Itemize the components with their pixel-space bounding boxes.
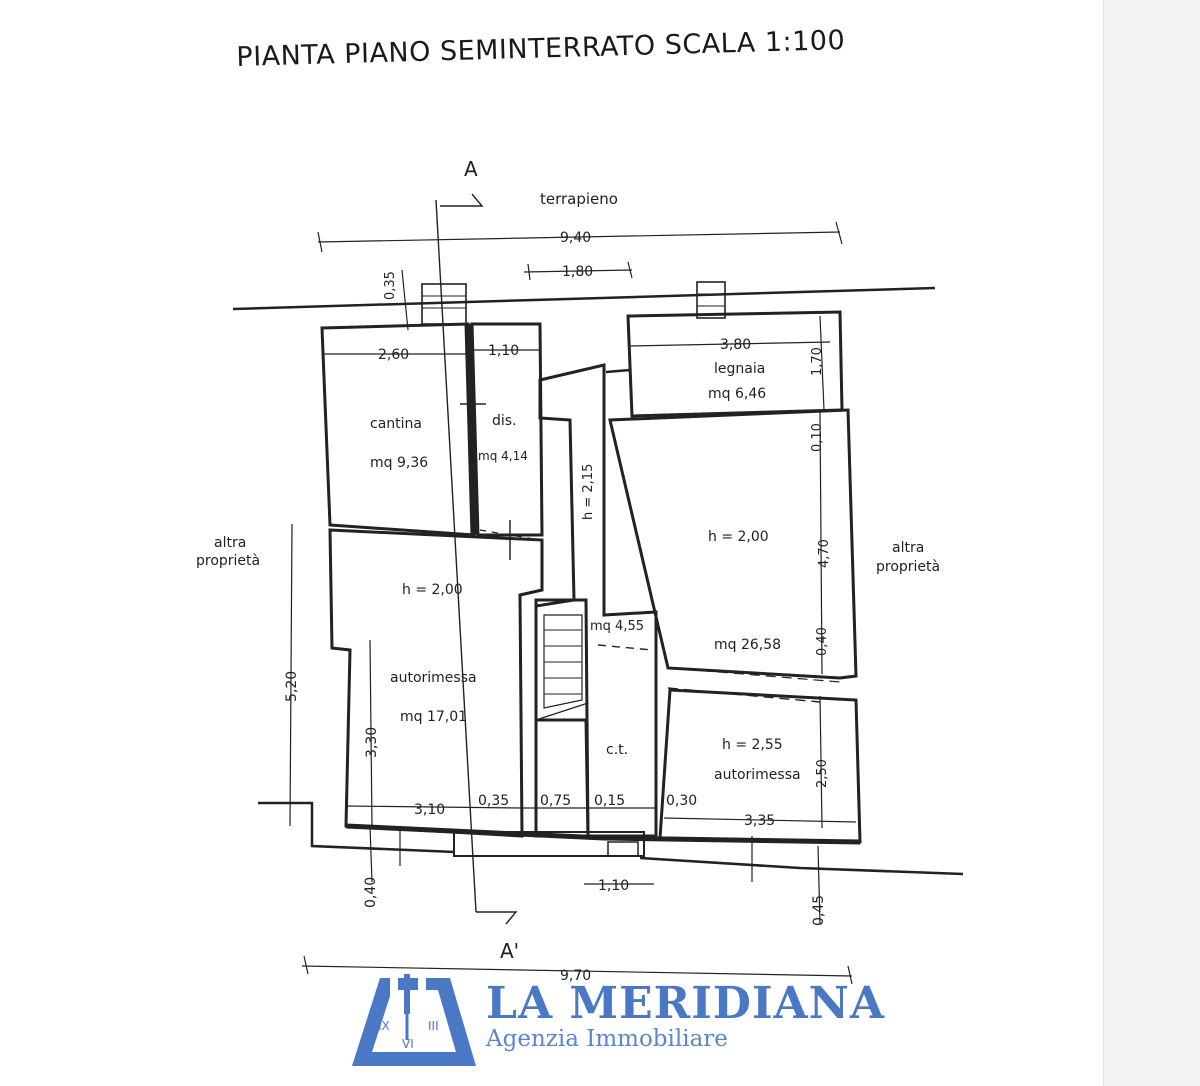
page-side-strip <box>1103 0 1200 1086</box>
doorstep <box>607 841 639 857</box>
dim-wall-035: 0,35 <box>383 271 398 300</box>
dim-015: 0,15 <box>594 793 625 809</box>
dim-045: 0,45 <box>811 895 827 926</box>
dim-335: 3,35 <box>744 813 775 829</box>
dim-075: 0,75 <box>540 793 571 809</box>
room-garage-left-name: autorimessa <box>390 670 477 686</box>
dim-470: 4,70 <box>817 539 832 568</box>
dim-330: 3,30 <box>364 727 380 758</box>
dim-170: 1,70 <box>810 347 825 376</box>
room-ct-name: c.t. <box>606 742 628 758</box>
dim-040-left: 0,40 <box>363 877 379 908</box>
room-cantina-area: mq 9,36 <box>370 455 428 471</box>
room-garage-right-name: autorimessa <box>714 767 801 783</box>
label-altra-left-2: proprietà <box>196 553 260 569</box>
stairs-mark <box>543 614 583 709</box>
wall-dis <box>470 322 544 537</box>
dim-030: 0,30 <box>666 793 697 809</box>
room-cantina-name: cantina <box>370 416 422 432</box>
wall-big-room <box>608 408 858 680</box>
bottom-wall-ledge <box>453 831 645 857</box>
label-altra-left-1: altra <box>214 535 246 551</box>
room-garage-right-h: h = 2,55 <box>722 737 783 753</box>
label-altra-right-2: proprietà <box>876 559 940 575</box>
dim-110-bottom: 1,10 <box>598 878 629 894</box>
room-dis-area: mq 4,14 <box>478 449 528 463</box>
dim-520: 5,20 <box>284 671 300 702</box>
room-big-area: mq 26,58 <box>714 637 781 653</box>
dim-bottom-total: 9,70 <box>560 968 591 984</box>
dim-250: 2,50 <box>815 759 830 788</box>
dim-top-small: 1,80 <box>562 264 593 280</box>
floor-plan-drawing: A A' terrapieno altra proprietà altra pr… <box>196 157 964 1066</box>
label-terrapieno: terrapieno <box>540 190 618 208</box>
dim-380: 3,80 <box>720 337 751 353</box>
room-corridor-h: h = 2,15 <box>581 464 596 520</box>
room-big-h: h = 2,00 <box>708 529 769 545</box>
logo-numeral-right: III <box>428 1019 439 1033</box>
dim-035-bottom: 0,35 <box>478 793 509 809</box>
bottom-right-boundary <box>639 856 964 876</box>
room-legnaia-name: legnaia <box>714 361 765 377</box>
dim-110-top: 1,10 <box>488 343 519 359</box>
dim-040-right: 0,40 <box>815 627 830 656</box>
dim-010: 0,10 <box>810 423 825 452</box>
dim-top-total: 9,40 <box>560 230 591 246</box>
logo-name: LA MERIDIANA <box>486 978 886 1029</box>
logo-emblem-icon: IX III VI <box>352 974 476 1066</box>
room-garage-left-h: h = 2,00 <box>402 582 463 598</box>
dim-310: 3,10 <box>414 802 445 818</box>
chimney-right <box>696 281 726 319</box>
logo-numeral-bottom: VI <box>402 1037 414 1051</box>
room-dis-name: dis. <box>492 413 517 429</box>
section-mark-a: A <box>464 157 478 181</box>
dim-260: 2,60 <box>378 347 409 363</box>
room-garage-left-area: mq 17,01 <box>400 709 467 725</box>
top-boundary-line <box>232 286 936 311</box>
logo-subtitle: Agenzia Immobiliare <box>486 1026 728 1052</box>
label-altra-right-1: altra <box>892 540 924 556</box>
room-corridor-area: mq 4,55 <box>590 619 644 634</box>
bottom-left-boundary <box>258 801 456 854</box>
section-line-a <box>435 199 477 913</box>
logo-numeral-left: IX <box>378 1019 390 1033</box>
section-mark-a-prime: A' <box>500 939 519 963</box>
room-legnaia-area: mq 6,46 <box>708 386 766 402</box>
